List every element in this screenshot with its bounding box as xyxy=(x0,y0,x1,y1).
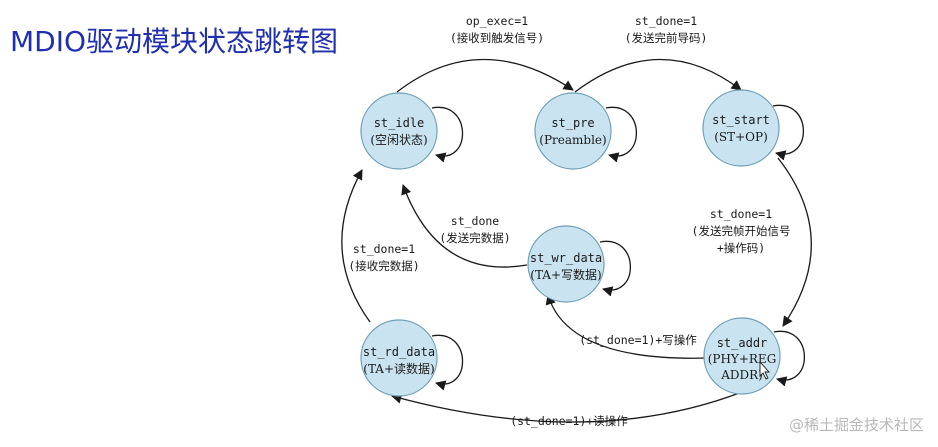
condition-text: st_done=1 xyxy=(353,242,415,256)
state-description: (TA+写数据) xyxy=(530,267,601,282)
state-name: st_addr xyxy=(717,336,768,350)
edge-addr-to-wr xyxy=(545,294,709,359)
label-start-to-addr: st_done=1 (发送完帧开始信号 +操作码) xyxy=(692,207,791,255)
self-loop-wr xyxy=(599,240,631,297)
condition-text: (st_done=1)+写操作 xyxy=(579,333,697,347)
state-description: (Preamble) xyxy=(539,133,606,147)
state-description: (TA+读数据) xyxy=(363,361,434,376)
label-wr-to-idle: st_done (发送完数据) xyxy=(439,214,510,245)
edge-idle-to-pre xyxy=(396,58,574,93)
condition-text: st_done=1 xyxy=(635,14,697,28)
condition-note: (接收到触发信号) xyxy=(450,31,544,45)
condition-note-line2: +操作码) xyxy=(717,241,765,255)
self-loop-rd xyxy=(431,334,464,391)
state-description: (ST+OP) xyxy=(714,130,768,144)
label-rd-to-idle: st_done=1 (接收完数据) xyxy=(348,242,419,273)
label-addr-to-wr: (st_done=1)+写操作 xyxy=(579,333,697,347)
edge-rd-to-idle xyxy=(341,169,371,323)
state-st-idle: st_idle (空闲状态) xyxy=(360,92,438,170)
label-pre-to-start: st_done=1 (发送完前导码) xyxy=(625,14,708,45)
watermark: @稀土掘金技术社区 xyxy=(788,416,924,434)
condition-text: op_exec=1 xyxy=(466,14,528,28)
condition-note: (发送完前导码) xyxy=(625,31,708,45)
state-name: st_wr_data xyxy=(530,251,602,265)
edge-addr-to-rd xyxy=(390,391,743,423)
state-description: (PHY+REG xyxy=(708,352,777,366)
state-st-rd-data: st_rd_data (TA+读数据) xyxy=(360,319,438,397)
condition-note: (接收完数据) xyxy=(348,259,419,273)
condition-note: (发送完数据) xyxy=(439,231,510,245)
self-loop-pre xyxy=(605,106,637,163)
state-description-line2: ADDR) xyxy=(720,368,763,382)
label-addr-to-rd: (st_done=1)+读操作 xyxy=(510,414,628,428)
condition-note: (发送完帧开始信号 xyxy=(692,224,791,238)
state-name: st_idle xyxy=(374,116,425,130)
condition-text: st_done=1 xyxy=(710,207,772,221)
self-loop-addr xyxy=(773,330,805,387)
state-description: (空闲状态) xyxy=(370,133,427,147)
state-name: st_start xyxy=(712,113,770,127)
self-loop-idle xyxy=(431,106,464,163)
state-name: st_rd_data xyxy=(363,345,435,359)
mouse-cursor-icon xyxy=(759,360,771,380)
state-st-addr: st_addr (PHY+REG ADDR) xyxy=(703,317,781,395)
state-name: st_pre xyxy=(551,116,594,130)
edge-start-to-addr xyxy=(777,157,812,327)
state-st-pre: st_pre (Preamble) xyxy=(534,92,612,170)
self-loop-start xyxy=(772,104,804,161)
condition-text: (st_done=1)+读操作 xyxy=(510,414,628,428)
edge-pre-to-start xyxy=(574,58,742,93)
diagram-title: MDIO驱动模块状态跳转图 xyxy=(10,25,339,58)
edge-wr-to-idle xyxy=(401,184,528,268)
condition-text: st_done xyxy=(451,214,500,228)
state-st-start: st_start (ST+OP) xyxy=(702,89,780,167)
state-st-wr-data: st_wr_data (TA+写数据) xyxy=(527,225,605,303)
label-idle-to-pre: op_exec=1 (接收到触发信号) xyxy=(450,14,544,45)
